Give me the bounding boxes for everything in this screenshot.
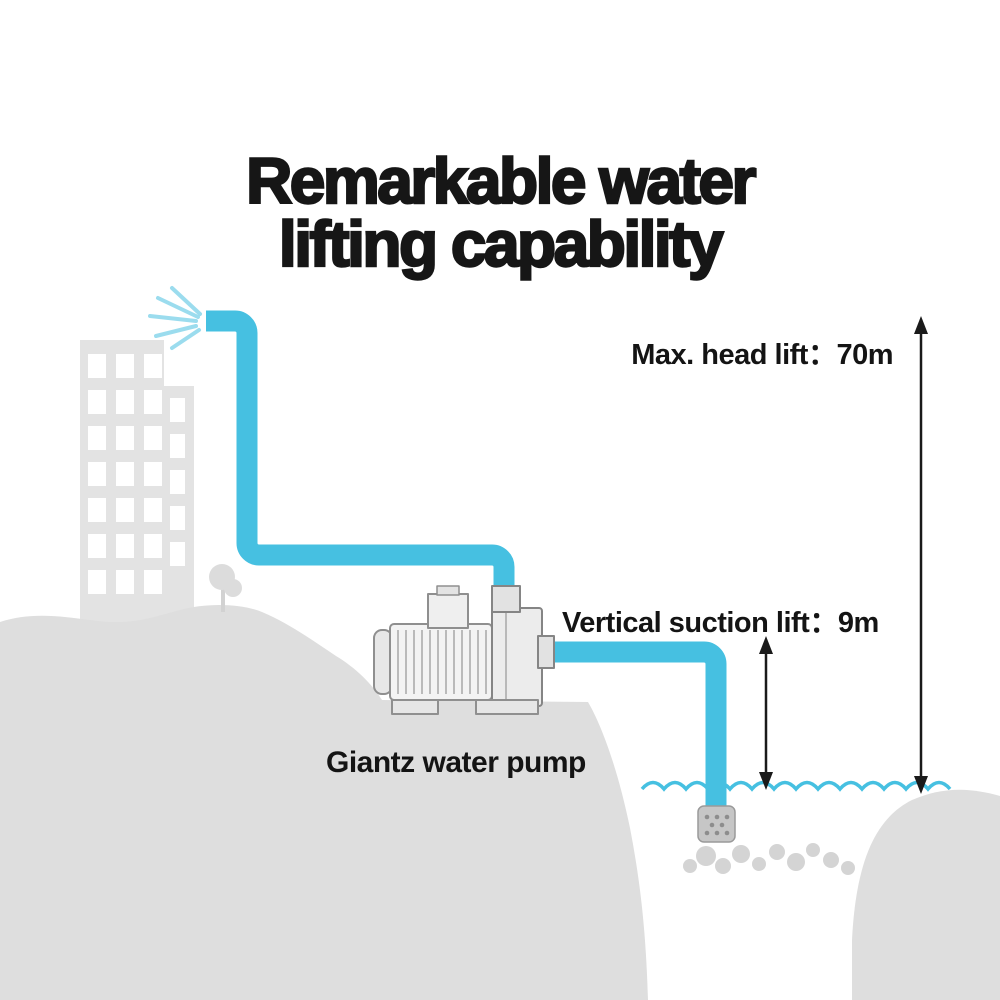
rocks	[683, 843, 855, 875]
arrowhead-down-icon	[914, 776, 928, 794]
building-annex-windows	[170, 398, 185, 566]
suction-pipe	[546, 641, 727, 808]
discharge-pipe	[206, 310, 515, 604]
title-line-1: Remarkable water	[245, 145, 758, 217]
water-wave	[640, 780, 952, 792]
pump-illustration	[373, 585, 555, 715]
foot-valve-strainer	[697, 805, 736, 843]
arrowhead-up-icon	[914, 316, 928, 334]
vertical-suction-lift-label: Vertical suction lift：9m	[562, 607, 879, 639]
pump-cooling-fins	[397, 630, 487, 694]
dimension-arrow-head-lift	[914, 316, 928, 794]
building-windows	[88, 354, 162, 594]
pump-suction-port	[537, 635, 555, 669]
dimension-arrow-suction-lift	[759, 636, 773, 790]
arrowhead-up-icon	[759, 636, 773, 654]
page-title: Remarkable water lifting capability	[0, 145, 1000, 280]
pump-terminal-cap	[436, 585, 460, 596]
pump-caption: Giantz water pump	[326, 746, 586, 779]
terrain-right	[852, 789, 1000, 1000]
building-silhouette	[80, 340, 194, 632]
pump-foot-left	[391, 699, 439, 715]
pump-head	[491, 607, 543, 707]
spray-icon	[148, 286, 202, 350]
tree-icon	[209, 564, 242, 612]
pump-terminal-box	[427, 593, 469, 629]
title-line-2: lifting capability	[278, 207, 725, 280]
pump-discharge-port	[491, 585, 521, 613]
pump-foot-right	[475, 699, 539, 715]
arrowhead-down-icon	[759, 772, 773, 790]
max-head-lift-label: Max. head lift：70m	[631, 339, 893, 371]
